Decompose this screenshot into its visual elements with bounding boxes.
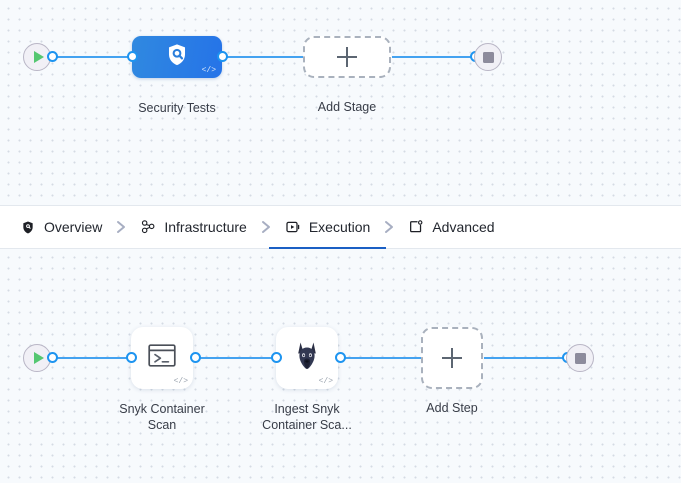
security-tests-in-port[interactable] [127, 51, 138, 62]
tab-execution[interactable]: Execution [268, 206, 387, 250]
stage-start-port[interactable] [47, 51, 58, 62]
tab-label-overview: Overview [44, 219, 103, 235]
add-step-label: Add Step [426, 401, 478, 415]
window-gear-icon [408, 219, 424, 235]
execution-end-node[interactable] [566, 344, 594, 372]
step-connector-3 [339, 357, 421, 359]
step-code-mark: </> [173, 377, 188, 386]
play-icon [33, 51, 44, 63]
pipeline-start-node[interactable] [23, 43, 51, 71]
step-connector-4 [484, 357, 566, 359]
tab-label-infrastructure: Infrastructure [164, 219, 247, 235]
chevron-right-icon [249, 219, 283, 235]
add-stage-label: Add Stage [317, 100, 377, 114]
ingest-snyk-out-port[interactable] [335, 352, 346, 363]
stage-node-security-tests[interactable]: </> [132, 36, 222, 78]
step-connector-1 [50, 357, 131, 359]
step-label-snyk-container-scan: Snyk Container Scan [119, 402, 205, 432]
execution-start-node[interactable] [23, 344, 51, 372]
pipeline-end-node[interactable] [474, 43, 502, 71]
stage-connector-1 [50, 56, 134, 58]
shield-search-icon [164, 42, 190, 73]
pipeline-section-tabs: Overview Infrastructure [0, 205, 681, 250]
plus-icon [337, 47, 357, 67]
stage-label-security-tests: Security Tests [138, 101, 216, 115]
play-square-icon [285, 219, 301, 235]
stop-icon [574, 352, 586, 364]
chevron-right-icon [372, 219, 406, 235]
stop-icon [482, 51, 494, 63]
execution-steps-canvas[interactable]: </> Snyk Container Scan [0, 249, 681, 483]
tab-overview[interactable]: Overview [18, 206, 104, 249]
doberman-icon [293, 341, 321, 376]
execution-start-port[interactable] [47, 352, 58, 363]
add-step-button[interactable] [421, 327, 483, 389]
step-node-ingest-snyk-container-scan[interactable]: </> [276, 327, 338, 389]
add-stage-button[interactable] [303, 36, 391, 78]
step-code-mark: </> [318, 377, 333, 386]
play-icon [33, 352, 44, 364]
tab-label-advanced: Advanced [432, 219, 495, 235]
topology-icon [140, 219, 156, 235]
step-connector-2 [195, 357, 276, 359]
step-node-snyk-container-scan[interactable]: </> [131, 327, 193, 389]
stage-connector-3 [392, 56, 474, 58]
stage-connector-2 [222, 56, 304, 58]
snyk-container-scan-out-port[interactable] [190, 352, 201, 363]
step-label-ingest-snyk: Ingest Snyk Container Sca... [262, 402, 352, 432]
plus-icon [442, 348, 462, 368]
security-tests-out-port[interactable] [217, 51, 228, 62]
chevron-right-icon [104, 219, 138, 235]
shield-icon [20, 219, 36, 235]
stage-canvas[interactable]: </> Security Tests Add Stage [0, 0, 681, 205]
ingest-snyk-in-port[interactable] [271, 352, 282, 363]
snyk-container-scan-in-port[interactable] [126, 352, 137, 363]
tab-infrastructure[interactable]: Infrastructure [138, 206, 248, 249]
terminal-icon [147, 343, 177, 374]
tab-advanced[interactable]: Advanced [406, 206, 496, 249]
stage-code-mark: </> [201, 66, 216, 75]
tab-label-execution: Execution [308, 219, 371, 235]
